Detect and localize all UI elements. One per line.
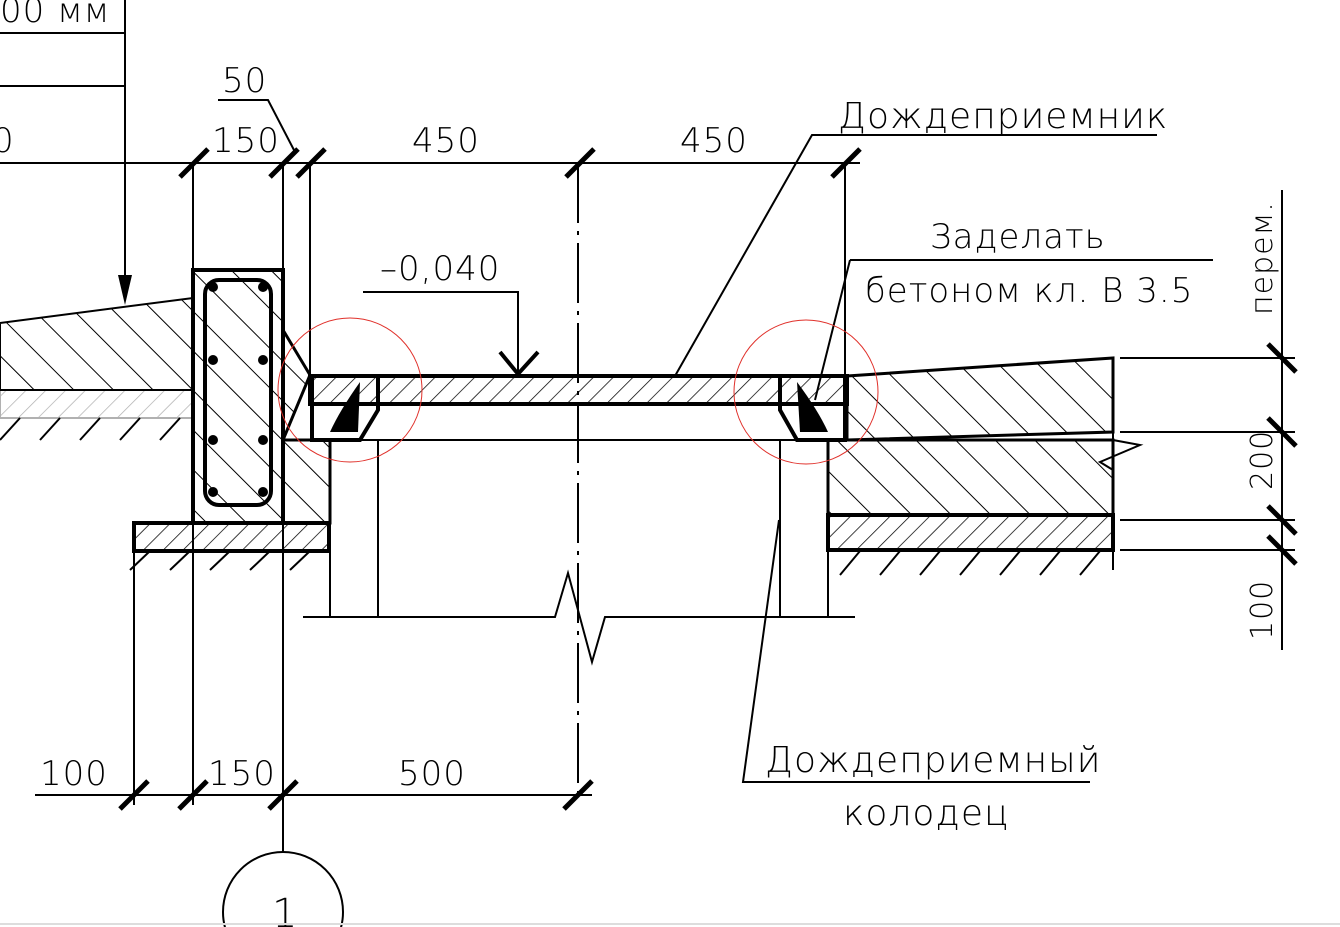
label-well-line2: колодец: [843, 793, 1009, 834]
left-pavement: [0, 296, 194, 419]
dim-right-450: 450: [680, 121, 748, 161]
axis-marker: 1: [222, 851, 344, 927]
bottom-dimension: 100 150 500: [35, 523, 594, 855]
axis-marker-label: 1: [272, 891, 298, 927]
dim-gap-50: 50: [222, 61, 267, 101]
dim-right-200: 200: [1245, 430, 1280, 490]
dim-wall-150: 150: [212, 121, 280, 161]
dim-left-450: 450: [412, 121, 480, 161]
dim-bottom-500: 500: [398, 754, 466, 794]
dim-right-100: 100: [1245, 580, 1280, 640]
left-partial: 0: [0, 121, 15, 161]
highlight-circle-right: [733, 319, 879, 465]
dim-right-variable: перем.: [1245, 201, 1280, 315]
level-mark: –0,040: [363, 249, 540, 378]
highlight-circle-left: [277, 317, 423, 463]
label-seal-line2: бетоном кл. В 3.5: [865, 271, 1193, 311]
top-dimension: 50 150 450 450: [0, 61, 862, 375]
label-well-line1: Дождеприемный: [765, 740, 1101, 781]
label-seal-line1: Заделать: [930, 217, 1106, 257]
right-dimension: перем. 200 100: [1120, 190, 1298, 650]
dim-bottom-150: 150: [208, 754, 276, 794]
level-mark-value: –0,040: [380, 249, 500, 289]
labels: Дождеприемник Заделать бетоном кл. В 3.5…: [674, 96, 1213, 834]
label-grate: Дождеприемник: [838, 96, 1168, 137]
right-pavement: [826, 356, 1144, 570]
title-partial: 00 мм: [0, 0, 110, 31]
dim-bottom-100: 100: [40, 754, 108, 794]
arrow-icon: [118, 275, 132, 305]
curb-stone: [132, 268, 332, 553]
title-box: 00 мм 0: [0, 0, 132, 305]
